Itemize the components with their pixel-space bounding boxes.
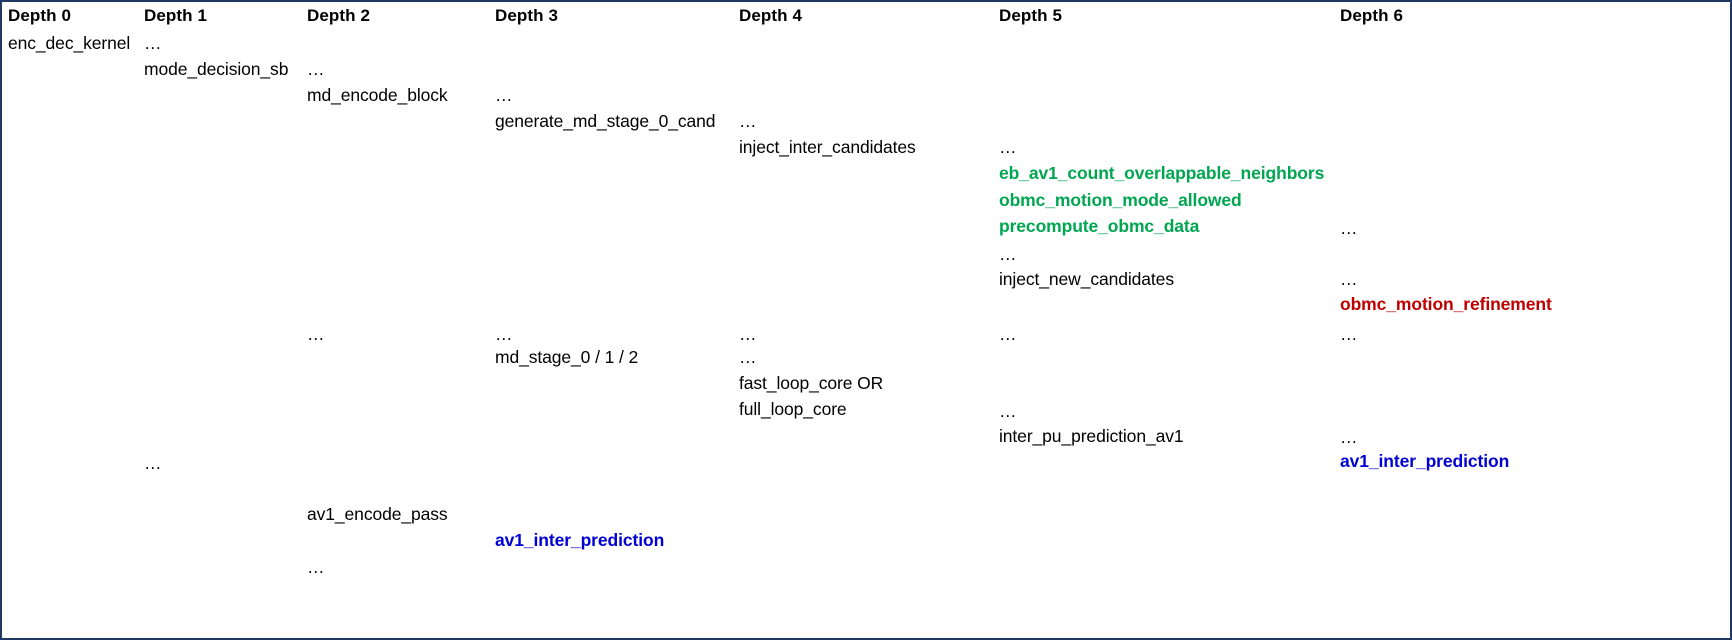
ellipsis-marker: … xyxy=(999,324,1018,344)
function-label: enc_dec_kernel xyxy=(8,33,131,53)
ellipsis-marker: … xyxy=(739,324,758,344)
ellipsis-marker: … xyxy=(1340,269,1359,289)
function-label: md_encode_block xyxy=(307,85,448,105)
ellipsis-marker: … xyxy=(739,111,758,131)
column-header-depth-4: Depth 4 xyxy=(739,6,803,25)
function-label: av1_inter_prediction xyxy=(495,530,665,550)
function-label: precompute_obmc_data xyxy=(999,216,1200,236)
ellipsis-marker: … xyxy=(1340,427,1359,447)
ellipsis-marker: … xyxy=(739,347,758,367)
column-header-depth-0: Depth 0 xyxy=(8,6,72,25)
function-label: eb_av1_count_overlappable_neighbors xyxy=(999,163,1325,183)
function-label: obmc_motion_mode_allowed xyxy=(999,190,1242,210)
table-header-row: Depth 0 Depth 1 Depth 2 Depth 3 Depth 4 Depth… xyxy=(2,2,1730,30)
function-label: inject_new_candidates xyxy=(999,269,1174,289)
column-header-depth-1: Depth 1 xyxy=(144,6,208,25)
function-label: fast_loop_core OR xyxy=(739,373,884,393)
ellipsis-marker: … xyxy=(144,453,163,473)
column-header-depth-6: Depth 6 xyxy=(1340,6,1404,25)
ellipsis-marker: … xyxy=(495,85,514,105)
function-label: av1_inter_prediction xyxy=(1340,451,1510,471)
function-label: mode_decision_sb xyxy=(144,59,289,79)
ellipsis-marker: … xyxy=(999,244,1018,264)
ellipsis-marker: … xyxy=(999,401,1018,421)
function-label: generate_md_stage_0_cand xyxy=(495,111,716,131)
function-label: full_loop_core xyxy=(739,399,847,419)
ellipsis-marker: … xyxy=(144,33,163,53)
function-label: inter_pu_prediction_av1 xyxy=(999,426,1184,446)
ellipsis-marker: … xyxy=(1340,218,1359,238)
ellipsis-marker: … xyxy=(1340,324,1359,344)
ellipsis-marker: … xyxy=(495,324,514,344)
ellipsis-marker: … xyxy=(999,137,1018,157)
column-header-depth-5: Depth 5 xyxy=(999,6,1063,25)
column-header-depth-3: Depth 3 xyxy=(495,6,559,25)
column-header-depth-2: Depth 2 xyxy=(307,6,371,25)
ellipsis-marker: … xyxy=(307,59,326,79)
ellipsis-marker: … xyxy=(307,557,326,577)
function-label: obmc_motion_refinement xyxy=(1340,294,1552,314)
function-label: inject_inter_candidates xyxy=(739,137,916,157)
function-label: md_stage_0 / 1 / 2 xyxy=(495,347,639,367)
function-label: av1_encode_pass xyxy=(307,504,448,524)
ellipsis-marker: … xyxy=(307,324,326,344)
